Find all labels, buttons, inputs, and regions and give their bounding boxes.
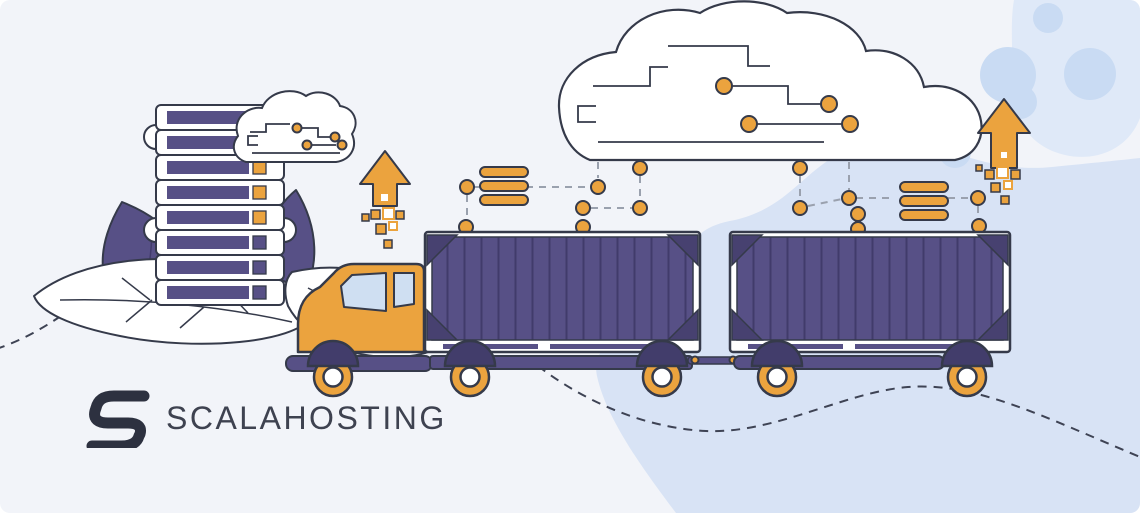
upload-arrow-icon-right [975, 98, 1031, 205]
blob-circle [1033, 3, 1063, 33]
scalahosting-s-icon [86, 390, 150, 448]
wheel [940, 339, 994, 398]
small-cloud-circuit [247, 122, 348, 154]
truck-side-window [393, 272, 415, 308]
dashed-line-wave [537, 365, 1140, 458]
hitch-bolt [690, 355, 700, 365]
server-row [155, 279, 285, 306]
wheel [306, 339, 360, 398]
wheel [750, 339, 804, 398]
big-circuit-cloud-icon [557, 0, 983, 162]
connector-dots-right [792, 160, 987, 237]
blob-circle [1064, 48, 1116, 100]
server-row [155, 254, 285, 281]
upload-arrow-icon-left [359, 150, 411, 249]
server-row [155, 204, 285, 231]
data-bars-icon-left [479, 166, 529, 206]
truck-icon [285, 262, 994, 398]
truck-windshield [340, 272, 387, 312]
dashed-line-left [0, 295, 89, 349]
data-bars-icon-right [899, 181, 949, 221]
wheel [635, 339, 689, 398]
cargo-container-2 [728, 230, 1012, 354]
server-rows [155, 104, 285, 306]
cargo-container-1 [423, 230, 702, 354]
dashed-road-line [0, 295, 1140, 458]
server-row [155, 229, 285, 256]
small-circuit-cloud-icon [232, 90, 357, 163]
blob-circle [980, 47, 1036, 103]
big-cloud-circuit [577, 45, 859, 143]
arrow-body [359, 150, 411, 207]
server-row [155, 179, 285, 206]
wheel [443, 339, 497, 398]
big-cloud-body [557, 0, 983, 162]
server-rack-icon [143, 104, 297, 306]
brand-name: SCALAHOSTING [166, 399, 447, 436]
brand-logo[interactable]: SCALAHOSTING [86, 388, 447, 448]
